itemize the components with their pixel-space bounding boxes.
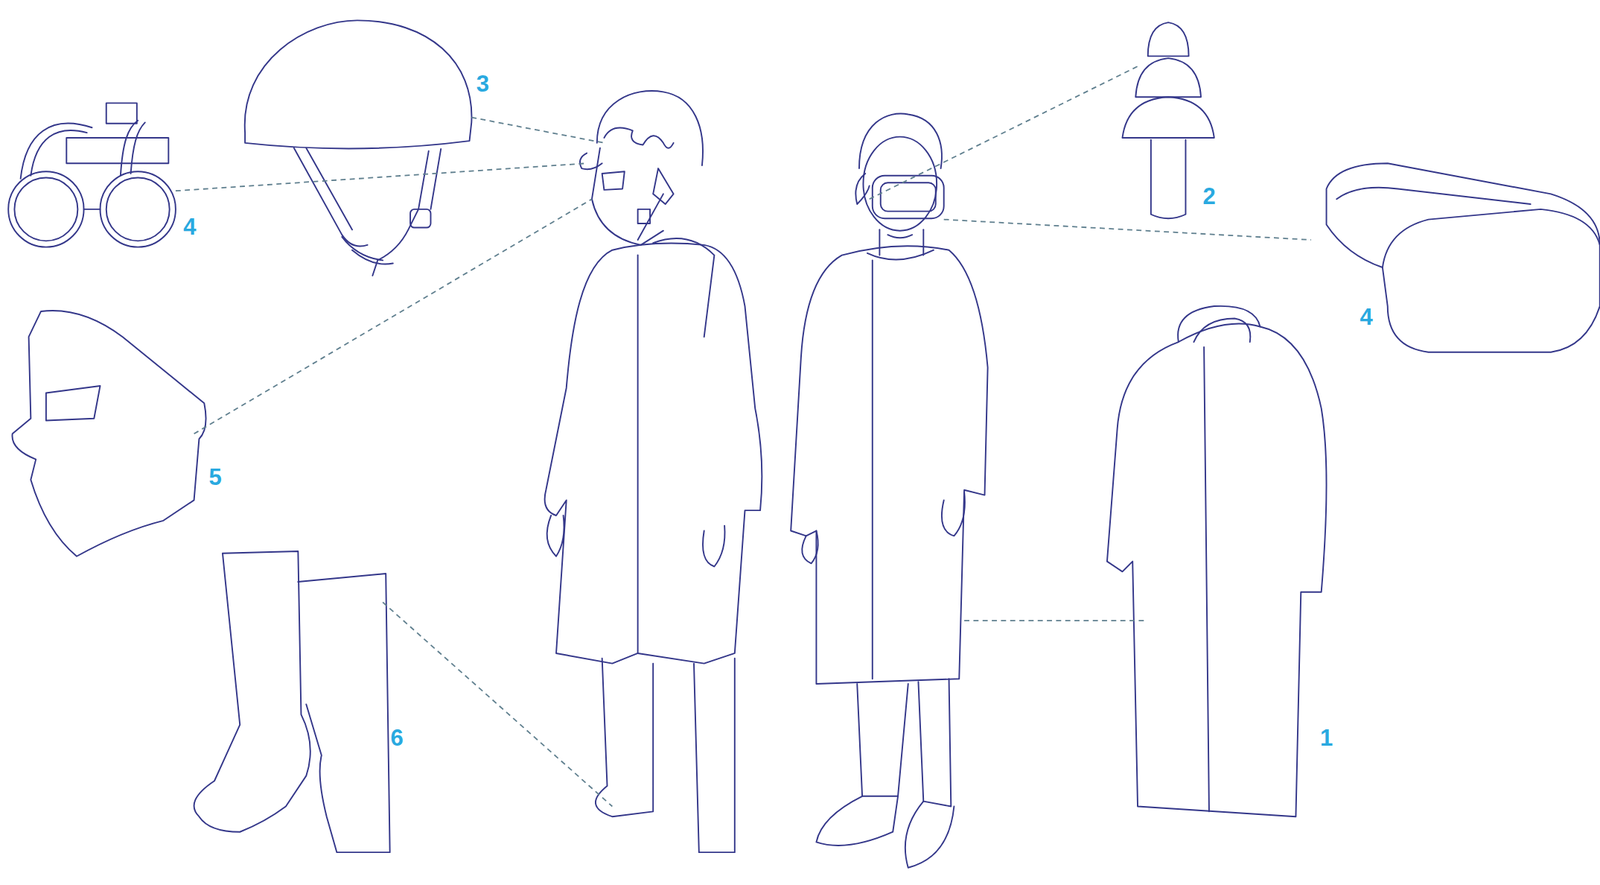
person-helmet-mask <box>544 90 763 852</box>
coat <box>1107 306 1327 817</box>
boots <box>194 550 391 852</box>
callout-number: 2 <box>1202 184 1216 208</box>
callout-number: 1 <box>1320 725 1333 749</box>
leader-lines <box>175 66 1312 806</box>
face-mask <box>11 310 206 557</box>
earplug <box>1122 22 1214 219</box>
person-goggles <box>790 113 988 867</box>
goggles <box>8 102 176 247</box>
callout-number: 6 <box>390 725 404 749</box>
vr-headset <box>1326 163 1600 352</box>
callout-number: 5 <box>209 465 222 489</box>
callout-number: 4 <box>1360 304 1373 328</box>
helmet <box>244 20 473 276</box>
callout-number: 3 <box>476 72 490 96</box>
callout-number: 4 <box>183 215 196 239</box>
